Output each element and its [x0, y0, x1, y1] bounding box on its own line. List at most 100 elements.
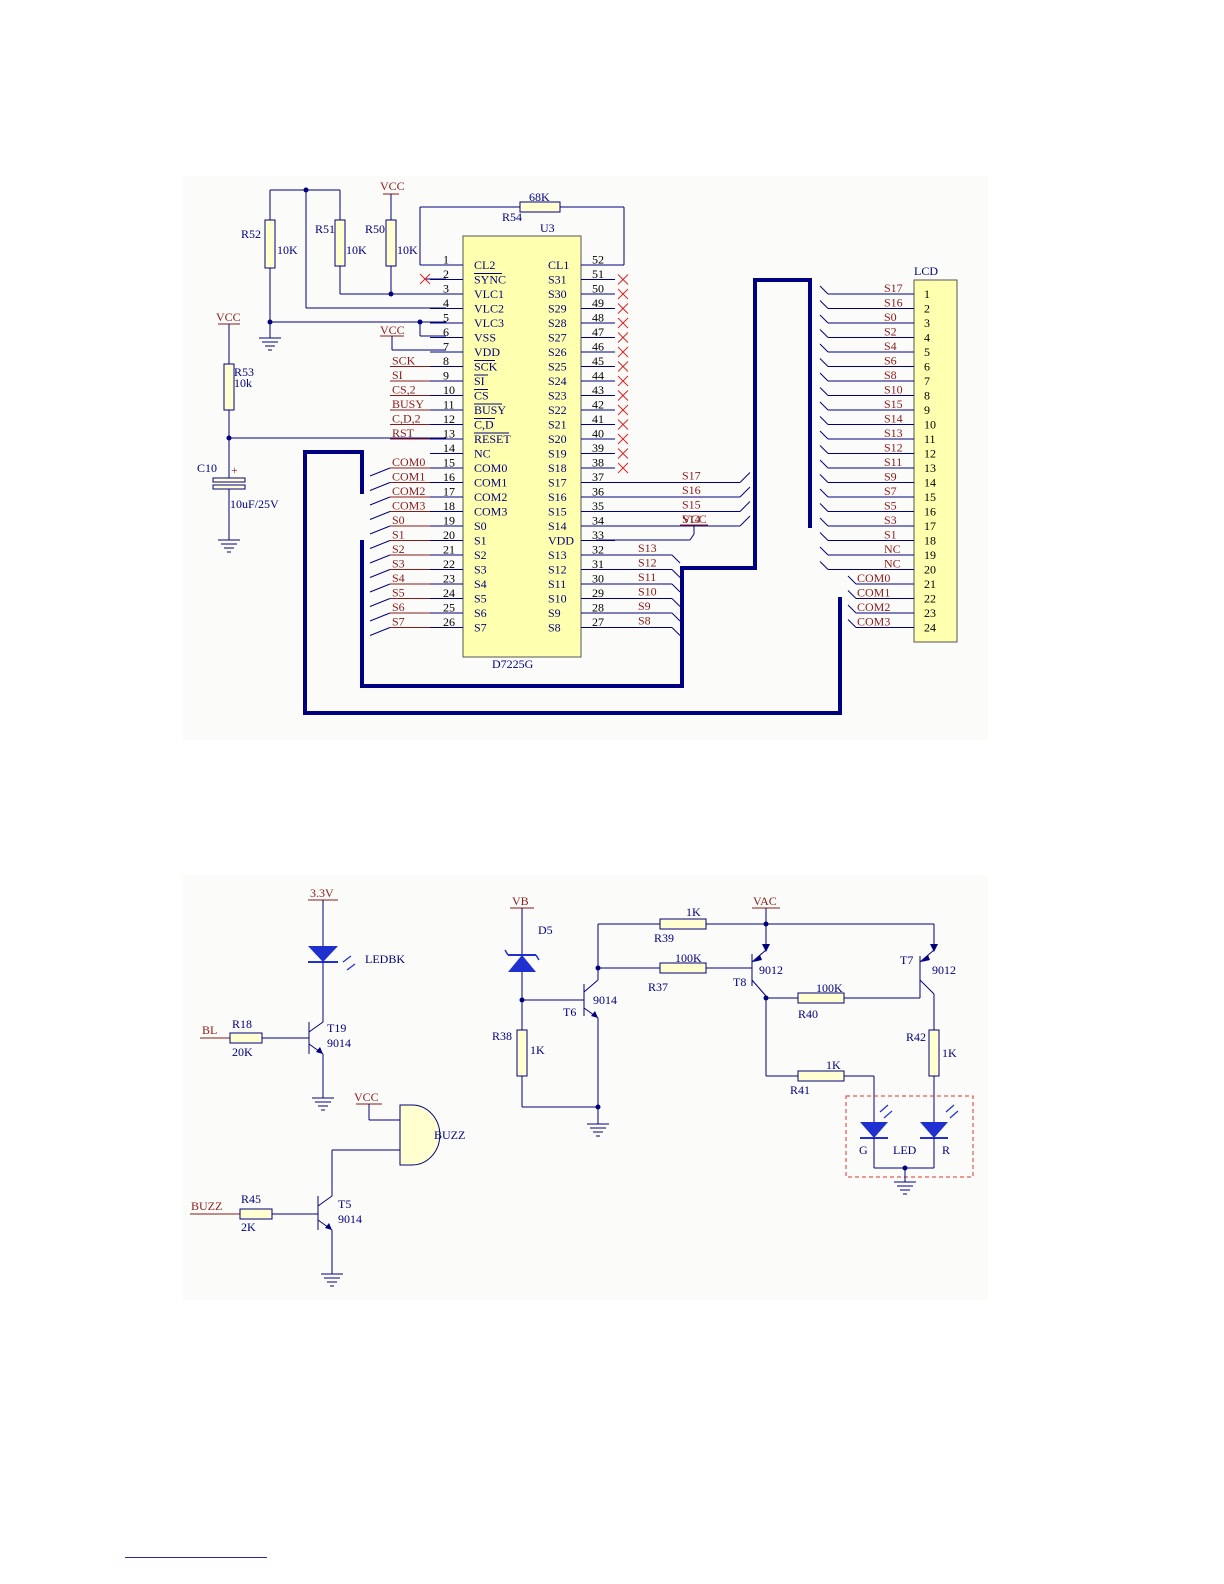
ic-pin-name: S25 [548, 360, 567, 374]
ic-pin-number: 47 [592, 325, 604, 339]
no-connect-mark [617, 288, 629, 300]
lcd-net-label: S6 [884, 354, 897, 368]
bottom-schematic-panel [183, 875, 988, 1300]
no-connect-mark [617, 390, 629, 401]
t6-ref: T6 [563, 1005, 576, 1019]
ic-pin-name: S24 [548, 374, 567, 388]
ic-pin-number: 44 [592, 369, 604, 383]
r52-ref: R52 [241, 227, 261, 241]
no-connect-mark [617, 346, 629, 358]
ic-pin-number: 49 [592, 296, 604, 310]
ic-pin-name: C,D [474, 418, 494, 432]
bus-entry [819, 314, 829, 324]
lcd-net-label: S5 [884, 499, 897, 513]
bus-entry [739, 501, 751, 512]
ic-pin-number: 1 [443, 253, 449, 267]
bus-entry [819, 561, 829, 570]
ic-pin-name: S16 [548, 490, 567, 504]
ic-pin-number: 4 [443, 296, 449, 310]
ic-pin-number: 43 [592, 383, 604, 397]
lcd-pin-number: 18 [924, 534, 936, 548]
ic-pin-number: 28 [592, 601, 604, 615]
bus-entry [819, 430, 829, 440]
lcd-net-label: COM1 [857, 586, 890, 600]
net-label: COM2 [392, 484, 425, 498]
bus-entry [369, 598, 391, 607]
ic-pin-name: S17 [548, 476, 567, 490]
bus-entry [671, 583, 681, 593]
ic-pin-number: 39 [592, 441, 604, 455]
ic-pin-number: 21 [443, 543, 455, 557]
lcd-pin-number: 14 [924, 476, 936, 490]
net-label: S0 [392, 513, 405, 527]
ic-pin-number: 40 [592, 427, 604, 441]
r50-ref: R50 [365, 222, 385, 236]
bus-entry [369, 525, 391, 535]
ic-pin-name: S9 [548, 606, 561, 620]
d5-label: D5 [538, 923, 553, 937]
bus-entry [369, 554, 391, 564]
ic-pin-number: 10 [443, 383, 455, 397]
resistor-r54: 68K R54 [419, 190, 625, 266]
ic-pin-number: 33 [592, 528, 604, 542]
ic-pin-number: 18 [443, 499, 455, 513]
net-label: SI [392, 368, 403, 382]
lcd-pin-number: 12 [924, 447, 936, 461]
bus-entry [819, 300, 829, 309]
bus-entry [819, 401, 829, 411]
ic-pin-name: S12 [548, 563, 567, 577]
vcc-buzz-label: VCC [354, 1090, 379, 1104]
net-label: S13 [638, 541, 657, 555]
led-r-label: R [942, 1143, 950, 1157]
vac-label: VAC [753, 894, 777, 908]
r18-value: 20K [232, 1045, 253, 1059]
net-label: COM0 [392, 455, 425, 469]
ic-pin-number: 42 [592, 398, 604, 412]
lcd-net-label: S15 [884, 397, 903, 411]
lcd-pin-number: 9 [924, 403, 930, 417]
net-label: S11 [638, 570, 656, 584]
bottom-schematic: 3.3V LEDBK T19 9014 BL R18 20K [190, 886, 974, 1287]
ic-pin-number: 22 [443, 557, 455, 571]
r41-value: 1K [826, 1058, 841, 1072]
ic-pin-name: S23 [548, 389, 567, 403]
ic-pin-name: S6 [474, 606, 487, 620]
led-driver-circuit: VB D5 R38 1K 9014 T6 [492, 894, 974, 1195]
lcd-net-label: S2 [884, 325, 897, 339]
net-label: S14 [682, 512, 701, 526]
no-connect-mark [617, 303, 629, 314]
ic-pin-name: S21 [548, 418, 567, 432]
ic-pin-name: VDD [548, 534, 574, 548]
r45-value: 2K [241, 1220, 256, 1234]
ledbk-diode-icon [308, 946, 338, 962]
bus-entry [369, 496, 391, 506]
bus-entry [847, 604, 857, 614]
no-connect-mark [617, 404, 629, 416]
net-label: COM3 [392, 499, 425, 513]
lcd-pin-number: 10 [924, 418, 936, 432]
lcd-pin-number: 23 [924, 606, 936, 620]
vb-label: VB [512, 894, 529, 908]
t19-ref: T19 [327, 1021, 346, 1035]
ic-pin-number: 19 [443, 514, 455, 528]
net-label: RST [392, 426, 415, 440]
r40-ref: R40 [798, 1007, 818, 1021]
bus-entry [819, 488, 829, 498]
left-net-labels: SCKSICS,2BUSYC,D,2RSTCOM0COM1COM2COM3S0S… [369, 354, 430, 636]
ic-pin-name: S19 [548, 447, 567, 461]
ic-pin-number: 14 [443, 441, 455, 455]
ic-pin-number: 38 [592, 456, 604, 470]
net-label: C,D,2 [392, 412, 421, 426]
ic-pin-name: VDD [474, 345, 500, 359]
t7-ref: T7 [900, 953, 913, 967]
no-connect-mark [617, 462, 629, 474]
net-label: S5 [392, 586, 405, 600]
led-label: LED [893, 1143, 917, 1157]
r53-ref: R53 [234, 365, 254, 379]
ic-pin-number: 5 [443, 311, 449, 325]
ic-pin-number: 20 [443, 528, 455, 542]
ic-u3-body [462, 235, 582, 658]
ic-pin-name: COM3 [474, 505, 507, 519]
bus-entry [369, 569, 391, 578]
lcd-net-label: S14 [884, 412, 903, 426]
